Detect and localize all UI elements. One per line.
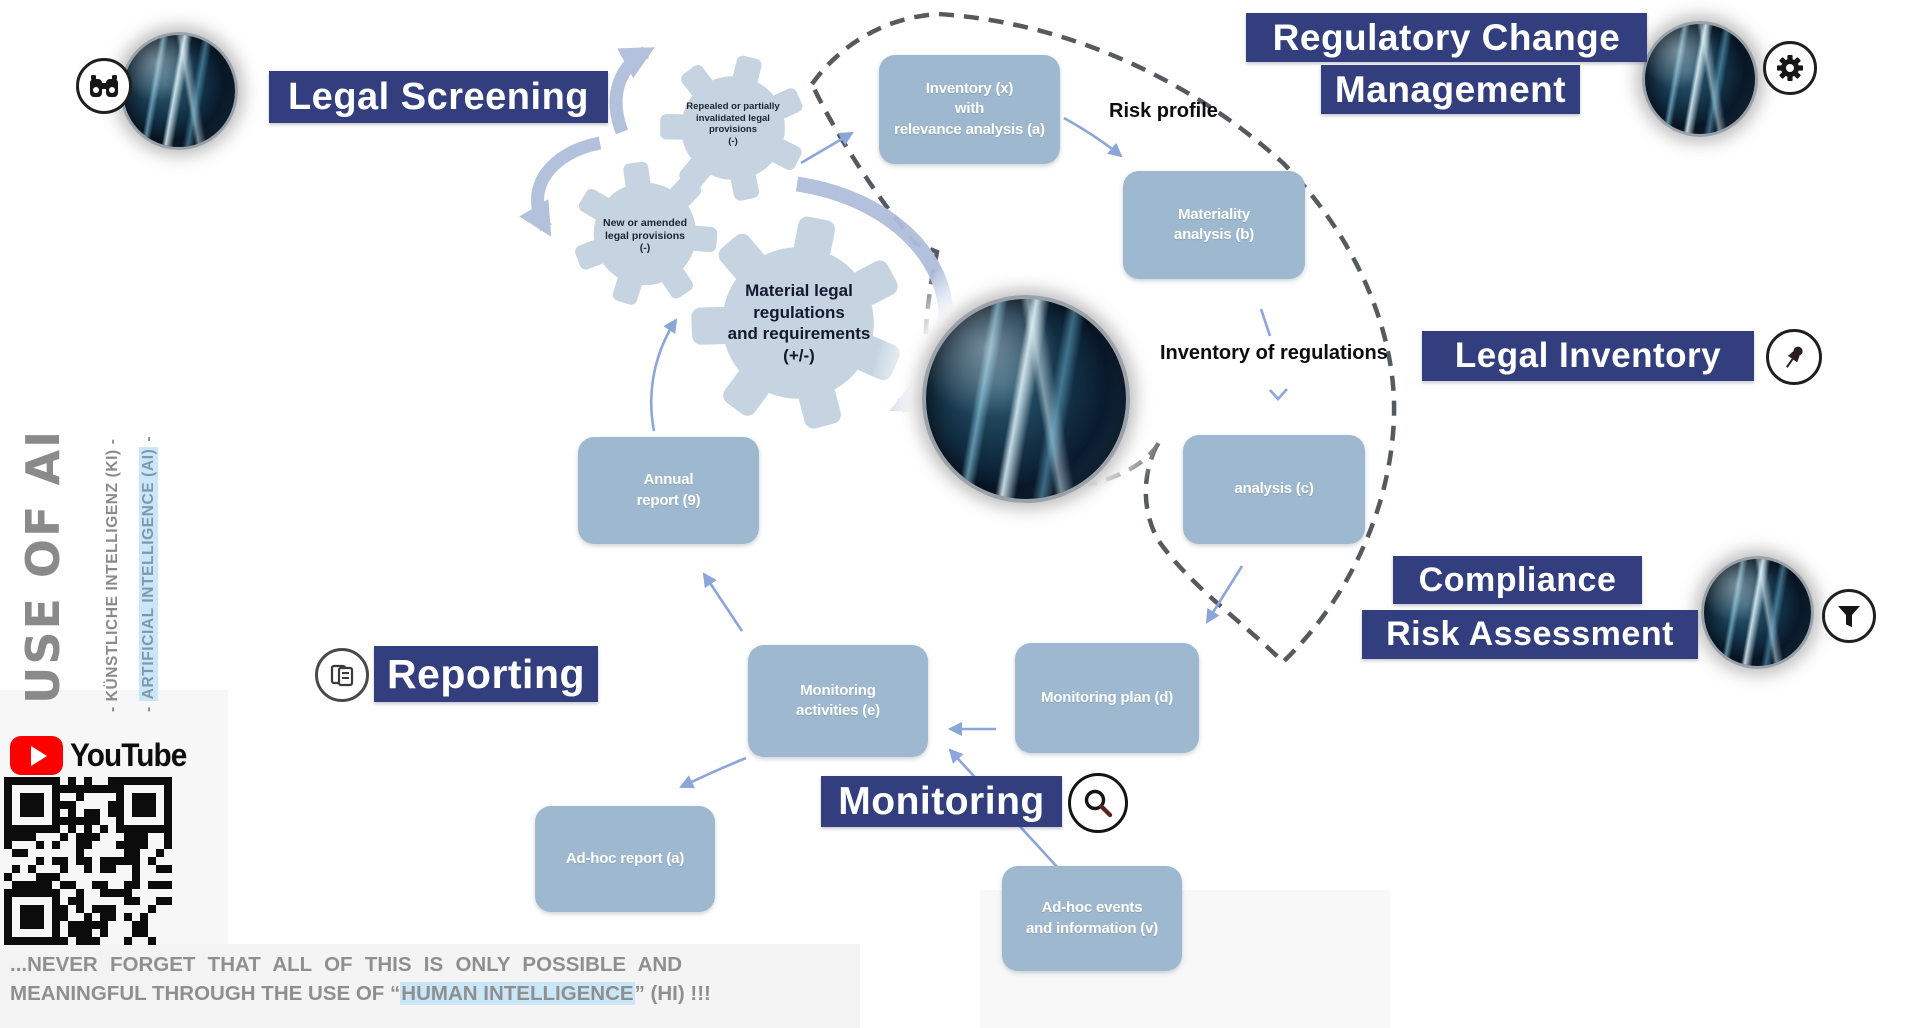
box-inventory-relevance-label: Inventory (x) with relevance analysis (a… [894,80,1045,138]
banner-risk-assessment: Risk Assessment [1362,610,1698,659]
banner-legal-screening: Legal Screening [269,71,608,123]
arrow-gear-to-inventory [800,131,854,165]
pushpin-glyph [1786,346,1803,368]
box-adhoc-events-label: Ad-hoc events and information (v) [1025,899,1159,937]
ai-line-highlight: ARTIFICIAL INTELLIGENCE (AI) [139,446,158,702]
box-adhoc-report: Ad-hoc report (a) [535,806,715,912]
binoculars-glyph [90,75,118,97]
magnifier-icon [1068,773,1128,833]
ai-face-image-compliance [1701,556,1814,669]
youtube-wordmark[interactable]: YouTube [70,737,187,773]
box-monitoring-plan-label: Monitoring plan (d) [1041,688,1173,706]
box-annual-report: Annual report (9) [578,437,759,544]
banner-regulatory-change-line1: Regulatory Change [1246,13,1647,62]
ai-face-image-center [922,295,1130,503]
footer-highlight-human-intelligence: HUMAN INTELLIGENCE [400,982,635,1005]
banner-risk-assessment-label: Risk Assessment [1386,615,1674,653]
box-inventory-relevance: Inventory (x) with relevance analysis (a… [879,55,1060,164]
dashed-boundary [809,11,1397,666]
footer-line1: ...NEVER FORGET THAT ALL OF THIS IS ONLY… [10,953,682,976]
banner-compliance-label: Compliance [1418,560,1617,599]
box-adhoc-events: Ad-hoc events and information (v) [1002,866,1182,971]
gear-repealed-label: Repealed or partially invalidated legal … [686,101,780,147]
box-monitoring-activities-label: Monitoring activities (e) [796,681,880,719]
pushpin-icon [1766,329,1822,385]
binoculars-icon [76,58,132,114]
banner-legal-inventory-label: Legal Inventory [1454,336,1722,375]
box-annual-report-label: Annual report (9) [636,471,701,509]
box-adhoc-report-label: Ad-hoc report (a) [565,849,685,867]
flow-arc-left [519,136,602,237]
arrow-risk-profile [1063,116,1123,158]
arrow-inventory-regulations-down [1269,388,1288,401]
gear-glyph [1777,55,1803,81]
banner-legal-screening-label: Legal Screening [287,75,590,118]
arrow-analysis-to-plan [1205,565,1244,624]
banner-monitoring-label: Monitoring [838,779,1045,823]
banner-monitoring: Monitoring [821,776,1062,827]
arrow-activities-to-adhoc-report [679,756,747,789]
use-of-ai-vertical-text: USE OF AI [16,428,70,704]
banner-reporting-label: Reporting [386,650,586,697]
arrow-annual-to-gear [650,318,678,432]
artificial-intelligence-vertical-text: - ARTIFICIAL INTELLIGENCE (AI) - [139,435,158,712]
funnel-icon [1822,589,1876,643]
funnel-glyph [1838,606,1860,627]
box-materiality-analysis: Materiality analysis (b) [1123,171,1305,279]
ai-line-post: - [140,435,157,447]
report-document-glyph [330,664,354,687]
kuenstliche-intelligenz-vertical-text: - KÜNSTLICHE INTELLIGENZ (KI) - [104,438,121,712]
label-inventory-of-regulations: Inventory of regulations [1160,342,1388,364]
footer-line2-post: ” (HI) !!! [634,982,711,1005]
gear-material-label: Material legal regulations and requireme… [727,281,871,365]
box-analysis-c: analysis (c) [1183,435,1365,544]
footer-line2: MEANINGFUL THROUGH THE USE OF “HUMAN INT… [10,979,711,1008]
banner-regulatory-change-line2: Management [1321,65,1580,114]
banner-reporting: Reporting [374,646,598,702]
ai-face-image-top-right [1642,21,1758,137]
banner-compliance: Compliance [1393,556,1642,604]
box-analysis-c-label: analysis (c) [1234,480,1314,498]
box-monitoring-plan: Monitoring plan (d) [1015,643,1199,753]
box-monitoring-activities: Monitoring activities (e) [748,645,928,757]
footer-note: ...NEVER FORGET THAT ALL OF THIS IS ONLY… [10,950,711,1008]
gear-new-amended-label: New or amended legal provisions (-) [602,217,688,254]
magnifier-glyph [1084,789,1113,818]
youtube-play-icon[interactable] [10,736,63,775]
banner-legal-inventory: Legal Inventory [1422,331,1754,381]
qr-code [4,777,172,945]
flow-arc-top [609,46,655,135]
banner-regulatory-change-line2-label: Management [1334,68,1567,110]
banner-regulatory-change-line1-label: Regulatory Change [1272,16,1621,58]
arrow-materiality-down [1259,308,1272,337]
footer-line2-pre: MEANINGFUL THROUGH THE USE OF “ [10,982,401,1005]
label-risk-profile: Risk profile [1109,100,1218,122]
report-document-icon [315,648,369,702]
ai-line-pre: - [140,701,157,712]
youtube-play-triangle [30,745,47,766]
ai-face-image-top-left [120,32,238,150]
box-materiality-analysis-label: Materiality analysis (b) [1173,205,1255,243]
arrow-activities-to-annual [702,572,744,632]
gear-icon [1763,41,1817,95]
